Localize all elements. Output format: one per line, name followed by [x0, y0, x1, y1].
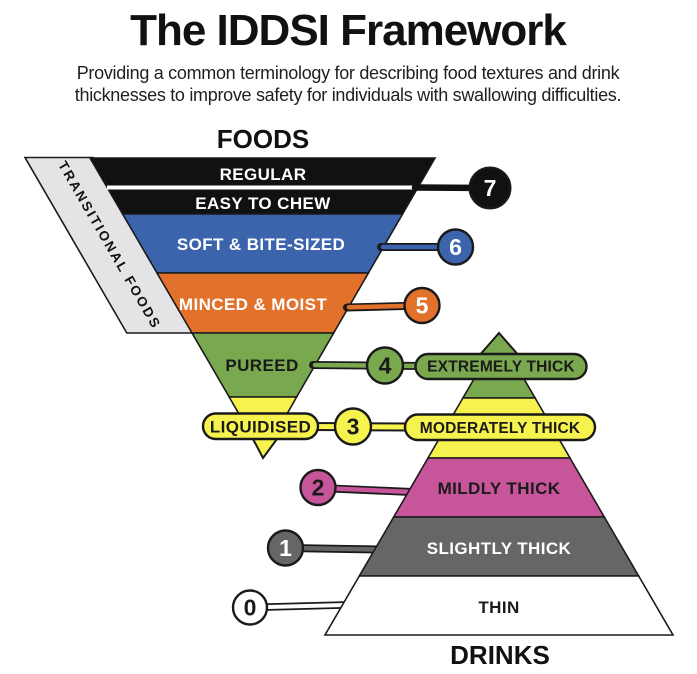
moderately-thick-pill	[403, 413, 597, 442]
level-1-badge-number: 1	[279, 535, 292, 561]
page-title: The IDDSI Framework	[130, 6, 567, 55]
moderately-thick-pill-label: MODERATELY THICK	[420, 420, 581, 437]
subtitle-line-1: Providing a common terminology for descr…	[77, 63, 621, 83]
level-7-badge-number: 7	[484, 175, 497, 201]
drinks-band-thin-label: THIN	[478, 598, 519, 617]
level-2-badge	[299, 468, 337, 507]
level-5-badge	[403, 286, 441, 325]
extremely-thick-pill	[414, 352, 588, 381]
extremely-thick-pill-label: EXTREMELY THICK	[427, 359, 575, 376]
subtitle-line-2: thicknesses to improve safety for indivi…	[75, 85, 621, 105]
drinks-band-thin	[323, 575, 675, 636]
level-6-badge	[436, 228, 475, 266]
foods-pyramid	[88, 157, 437, 458]
drinks-band-mildly-thick-label: MILDLY THICK	[438, 479, 561, 498]
drinks-band-slightly-thick-label: SLIGHTLY THICK	[427, 539, 572, 558]
level-4-badge-number: 4	[379, 353, 392, 379]
level-5-badge-number: 5	[416, 293, 429, 319]
liquidised-pill	[201, 412, 320, 441]
foods-band-easy-to-chew-label: EASY TO CHEW	[195, 194, 331, 213]
drinks-heading: DRINKS	[450, 640, 550, 670]
foods-band-regular-label: REGULAR	[220, 165, 307, 184]
level-3-badge	[333, 407, 373, 446]
level-6-badge-number: 6	[449, 234, 462, 260]
liquidised-pill-label: LIQUIDISED	[210, 418, 311, 437]
level-4-badge	[365, 346, 405, 385]
foods-heading: FOODS	[217, 124, 309, 154]
level-1-badge	[266, 529, 305, 567]
drinks-pyramid	[323, 331, 675, 636]
level-2-badge-number: 2	[312, 475, 325, 501]
level-badges: 7 6 5 4 3 2 1 0	[231, 166, 512, 626]
level-2-connector	[319, 485, 415, 495]
level-7-badge	[468, 166, 512, 210]
foods-band-minced-moist-label: MINCED & MOIST	[179, 295, 327, 314]
foods-band-pureed-label: PUREED	[225, 356, 298, 375]
foods-band-soft-bite-sized-label: SOFT & BITE-SIZED	[177, 235, 345, 254]
level-3-badge-number: 3	[347, 414, 360, 440]
level-0-badge	[231, 589, 269, 626]
level-pills	[201, 352, 597, 442]
band-labels: REGULAR EASY TO CHEW SOFT & BITE-SIZED M…	[177, 165, 581, 617]
level-0-badge-number: 0	[244, 595, 257, 621]
